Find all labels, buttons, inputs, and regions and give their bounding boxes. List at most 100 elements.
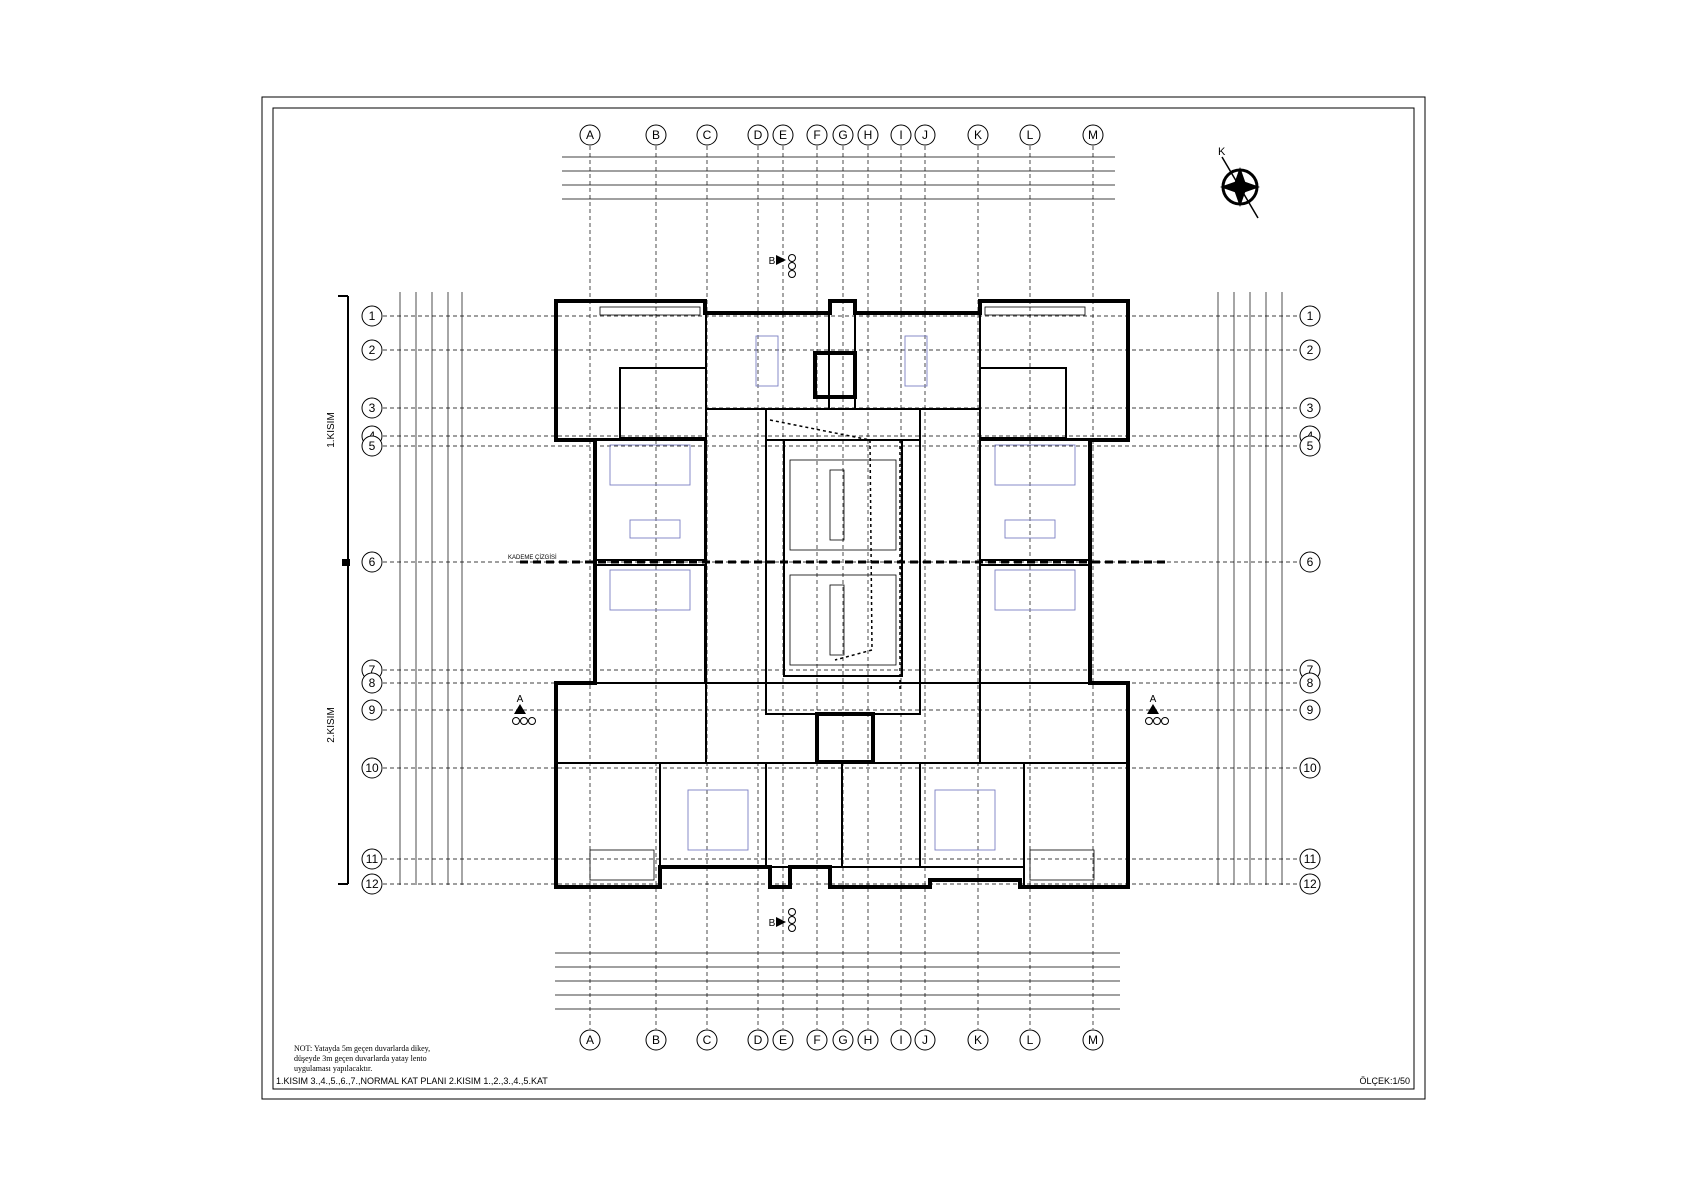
- grid-row-bubble: 9: [361, 699, 383, 721]
- corridor: [765, 682, 921, 715]
- grid-column-label: L: [1027, 128, 1034, 142]
- grid-column-label: C: [703, 128, 712, 142]
- furniture: [934, 789, 996, 851]
- elevator-top: [813, 351, 857, 399]
- north-label: K: [1218, 146, 1226, 158]
- grid-column-bubble: E: [772, 124, 794, 146]
- grid-column-label: I: [899, 1033, 902, 1047]
- room: [555, 762, 661, 888]
- grid-row-bubble: 12: [361, 873, 383, 895]
- grid-column-label: G: [838, 1033, 847, 1047]
- grid-row-label: 6: [369, 555, 376, 569]
- grid-column-label: J: [922, 128, 928, 142]
- section-label-upper: 1.KISIM: [326, 412, 337, 448]
- unit-right-top: [979, 300, 1129, 440]
- grid-column-label: D: [754, 128, 763, 142]
- grid-row-bubble: 8: [361, 672, 383, 694]
- room: [979, 439, 1091, 561]
- grid-row-bubble: 3: [361, 397, 383, 419]
- stair-flight-upper: [789, 459, 897, 551]
- grid-row-bubble: 1: [361, 305, 383, 327]
- grid-column-label: C: [703, 1033, 712, 1047]
- section-marker-label: B: [769, 918, 776, 929]
- grid-row-bubble: 3: [1299, 397, 1321, 419]
- room: [594, 564, 706, 684]
- note-line-1: NOT: Yatayda 5m geçen duvarlarda dikey,: [294, 1044, 430, 1053]
- counter: [599, 306, 701, 316]
- stair-flight-lower: [789, 574, 897, 666]
- room: [919, 408, 981, 684]
- grid-column-bubble: L: [1019, 1029, 1041, 1051]
- grid-column-bubble: F: [806, 124, 828, 146]
- section-marker-label: B: [769, 256, 776, 267]
- grid-column-bubble: B: [645, 124, 667, 146]
- grid-row-bubble: 5: [1299, 435, 1321, 457]
- room: [659, 762, 767, 868]
- top-dimension-lines: [562, 156, 1115, 200]
- bed: [994, 444, 1076, 486]
- grid-row-label: 1: [369, 309, 376, 323]
- grid-column-label: M: [1088, 128, 1098, 142]
- outer-frame: [261, 96, 1426, 1100]
- grid-row-label: 11: [366, 852, 379, 866]
- section-marker-a-left: A: [512, 694, 536, 725]
- grid-column-label: A: [586, 128, 594, 142]
- grid-row-bubble: 6: [361, 551, 383, 573]
- left-dimension-lines: [399, 292, 463, 885]
- grid-row-bubble: 10: [1299, 757, 1321, 779]
- floor-plan: [554, 299, 1130, 889]
- furniture: [629, 519, 681, 539]
- grid-column-label: H: [864, 128, 873, 142]
- grid-column-bubble: G: [832, 1029, 854, 1051]
- grid-column-bubble: F: [806, 1029, 828, 1051]
- grid-row-label: 12: [1303, 877, 1317, 891]
- section-marker-b-bottom: B: [769, 908, 796, 932]
- room: [854, 312, 981, 410]
- room: [594, 439, 706, 561]
- grid-column-bubble: D: [747, 124, 769, 146]
- grid-column-bubble: M: [1082, 124, 1104, 146]
- grid-row-bubble: 9: [1299, 699, 1321, 721]
- grid-column-bubble: H: [857, 1029, 879, 1051]
- grid-row-label: 11: [1304, 852, 1317, 866]
- grid-column-label: K: [974, 1033, 982, 1047]
- elevator-bottom: [815, 712, 875, 764]
- grid-column-label: A: [586, 1033, 594, 1047]
- section-marker-label: A: [517, 694, 524, 705]
- grid-row-label: 2: [1307, 343, 1314, 357]
- note-line-2: düşeyde 3m geçen duvarlarda yatay lento: [294, 1054, 427, 1063]
- escape-route: [769, 419, 873, 661]
- drawing-scale: ÖLÇEK:1/50: [1359, 1076, 1410, 1086]
- room: [705, 312, 830, 410]
- grid-row-label: 1: [1307, 309, 1314, 323]
- grid-column-label: B: [652, 1033, 660, 1047]
- grid-row-label: 9: [1307, 703, 1314, 717]
- grid-row-label: 5: [1307, 439, 1314, 453]
- bed: [609, 569, 691, 611]
- grid-row-bubble: 10: [361, 757, 383, 779]
- section-label-lower: 2.KISIM: [326, 707, 337, 743]
- section-marker-b-top: B: [769, 254, 796, 278]
- grid-column-bubble: L: [1019, 124, 1041, 146]
- grid-row-label: 6: [1307, 555, 1314, 569]
- grid-row-label: 3: [1307, 401, 1314, 415]
- grid-row-bubble: 1: [1299, 305, 1321, 327]
- furniture: [687, 789, 749, 851]
- grid-column-bubble: J: [914, 124, 936, 146]
- grid-column-bubble: K: [967, 1029, 989, 1051]
- grid-row-bubble: 5: [361, 435, 383, 457]
- grid-column-label: I: [899, 128, 902, 142]
- grid-column-bubble: G: [832, 124, 854, 146]
- grid-column-bubble: J: [914, 1029, 936, 1051]
- grid-column-bubble: A: [579, 124, 601, 146]
- grid-column-bubble: I: [890, 1029, 912, 1051]
- grid-column-label: H: [864, 1033, 873, 1047]
- grid-column-bubble: B: [645, 1029, 667, 1051]
- grid-column-bubble: K: [967, 124, 989, 146]
- grid-row-label: 9: [369, 703, 376, 717]
- grid-row-bubble: 6: [1299, 551, 1321, 573]
- unit-left-top: [555, 300, 707, 440]
- bed: [994, 569, 1076, 611]
